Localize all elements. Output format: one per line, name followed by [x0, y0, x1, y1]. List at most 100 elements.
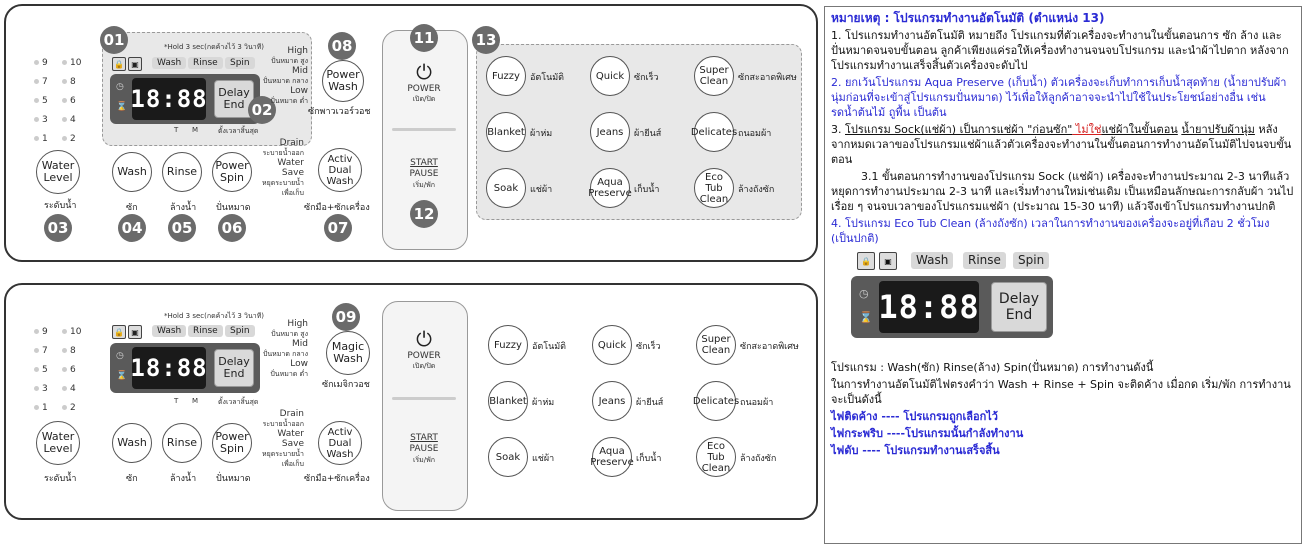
hourglass-icon: ⌛ [116, 371, 128, 381]
divider-line-2 [392, 397, 456, 400]
start-pause-button-2[interactable]: START PAUSE เริ่ม/พัก [409, 433, 439, 464]
drain-labels: Drain ระบายน้ำออก Water Save หยุดระบายน้… [254, 138, 304, 198]
power-spin-th: ปั่นหมาด [216, 203, 251, 213]
note-4: 4. โปรแกรม Eco Tub Clean (ล้างถังซัก) เว… [831, 217, 1270, 245]
power-button[interactable]: ⏻ POWER เปิด/ปิด [388, 60, 460, 105]
control-panel-plain: 9 7 5 3 1 10 8 6 4 2 *Hold 3 sec(กดค้างไ… [4, 283, 818, 520]
zoom-spin: Spin [1013, 252, 1050, 269]
p1-program-eco-tub-clean[interactable]: Eco Tub Clean [694, 168, 734, 208]
power-button-2[interactable]: ⏻ POWER เปิด/ปิด [388, 327, 460, 372]
level-10: 10 [70, 58, 82, 68]
divider-line [392, 128, 456, 131]
p1-program-th: ซักสะอาดพิเศษ [738, 73, 797, 83]
p2-program-jeans[interactable]: Jeans [592, 381, 632, 421]
wash-th-2: ซัก [126, 474, 138, 484]
lock-icon: ▣ [128, 57, 142, 71]
wash-th: ซัก [126, 203, 138, 213]
p1-program-super-clean[interactable]: Super Clean [694, 56, 734, 96]
water-save-label: Water Save [277, 158, 304, 178]
p1-program-th: ถนอมผ้า [738, 129, 772, 139]
p2-program-delicates[interactable]: Delicates [693, 381, 739, 421]
p2-program-soak[interactable]: Soak [488, 437, 528, 477]
m-label: M [192, 126, 199, 134]
p2-program-quick[interactable]: Quick [592, 325, 632, 365]
p1-program-label: Fuzzy [492, 70, 520, 82]
p1-program-fuzzy[interactable]: Fuzzy [486, 56, 526, 96]
p1-program-blanket[interactable]: Blanket [486, 112, 526, 152]
level-col-right-2: 10 8 6 4 2 [62, 323, 81, 418]
power-start-column-2 [382, 301, 468, 511]
badge-06: 06 [218, 214, 246, 242]
child-lock-icon-zoom: 🔒 [857, 252, 875, 270]
p2-program-super-clean[interactable]: Super Clean [696, 325, 736, 365]
control-panel-annotated: 9 7 5 3 1 10 8 6 4 2 01 *Hold 3 sec(กดค้… [4, 4, 818, 262]
p1-program-label: Soak [493, 182, 519, 194]
zoom-time-display: 18:88 [878, 281, 979, 333]
p1-program-th: ผ้ายีนส์ [634, 129, 662, 139]
p1-program-th: เก็บน้ำ [634, 185, 660, 195]
p2-program-label: Quick [597, 339, 627, 351]
p1-program-jeans[interactable]: Jeans [590, 112, 630, 152]
water-save-th: หยุดระบายน้ำ เพื่อเก็บ [262, 179, 304, 197]
child-lock-icon-2: 🔒 [112, 325, 126, 339]
level-2: 2 [70, 134, 76, 144]
activ-th-2: ซักมือ+ซักเครื่อง [304, 474, 370, 484]
p2-program-fuzzy[interactable]: Fuzzy [488, 325, 528, 365]
spin-high: High [287, 46, 308, 56]
badge-09: 09 [332, 303, 360, 331]
start-th: เริ่ม/พัก [413, 181, 435, 189]
legend-off: ไฟดับ ---- โปรแกรมทำงานเสร็จสิ้น [831, 444, 1000, 457]
rinse-button[interactable]: Rinse [162, 152, 202, 192]
hold-note-2: *Hold 3 sec(กดค้างไว้ 3 วินาที) [164, 312, 265, 320]
p1-program-th: แช่ผ้า [530, 185, 553, 195]
p2-program-aqua-preserve[interactable]: Aqua Preserve [590, 437, 634, 477]
p1-program-delicates[interactable]: Delicates [691, 112, 737, 152]
water-level-th: ระดับน้ำ [44, 201, 77, 211]
para-2: ในการทำงานอัตโนมัติไฟตรงคำว่า Wash + Rin… [831, 378, 1291, 406]
p1-program-aqua-preserve[interactable]: Aqua Preserve [588, 168, 632, 208]
hold-note: *Hold 3 sec(กดค้างไว้ 3 วินาที) [164, 43, 265, 51]
badge-11: 11 [410, 24, 438, 52]
spin-mid-th: ปั่นหมาด กลาง [262, 77, 308, 85]
hourglass-icon: ⌛ [859, 311, 873, 324]
p1-program-soak[interactable]: Soak [486, 168, 526, 208]
indicator-spin: Spin [225, 57, 255, 69]
t-label-2: T [174, 397, 179, 405]
p2-program-label: Jeans [598, 395, 626, 407]
p2-program-eco-tub-clean[interactable]: Eco Tub Clean [696, 437, 736, 477]
rinse-button-2[interactable]: Rinse [162, 423, 202, 463]
p2-program-label: Eco Tub Clean [701, 440, 731, 474]
m-label-2: M [192, 397, 199, 405]
p1-program-quick[interactable]: Quick [590, 56, 630, 96]
p2-program-blanket[interactable]: Blanket [488, 381, 528, 421]
power-spin-th-2: ปั่นหมาด [216, 474, 251, 484]
lock-icon-2: ▣ [128, 325, 142, 339]
magic-wash-th: ซักเมจิกวอช [322, 380, 370, 390]
child-lock-icon: 🔒 [112, 57, 126, 71]
p1-program-label: Aqua Preserve [588, 177, 632, 199]
indicator-rinse: Rinse [188, 57, 223, 69]
wash-button-2[interactable]: Wash [112, 423, 152, 463]
wash-button[interactable]: Wash [112, 152, 152, 192]
p2-program-th: แช่ผ้า [532, 454, 555, 464]
indicator-rinse-2: Rinse [188, 325, 223, 337]
start-pause-button[interactable]: START PAUSE เริ่ม/พัก [388, 158, 460, 191]
p1-program-th: ผ้าห่ม [530, 129, 553, 139]
notes-title: หมายเหตุ : โปรแกรมทำงานอัตโนมัติ (ตำแหน่… [831, 11, 1105, 25]
lock-icon-zoom: ▣ [879, 252, 897, 270]
